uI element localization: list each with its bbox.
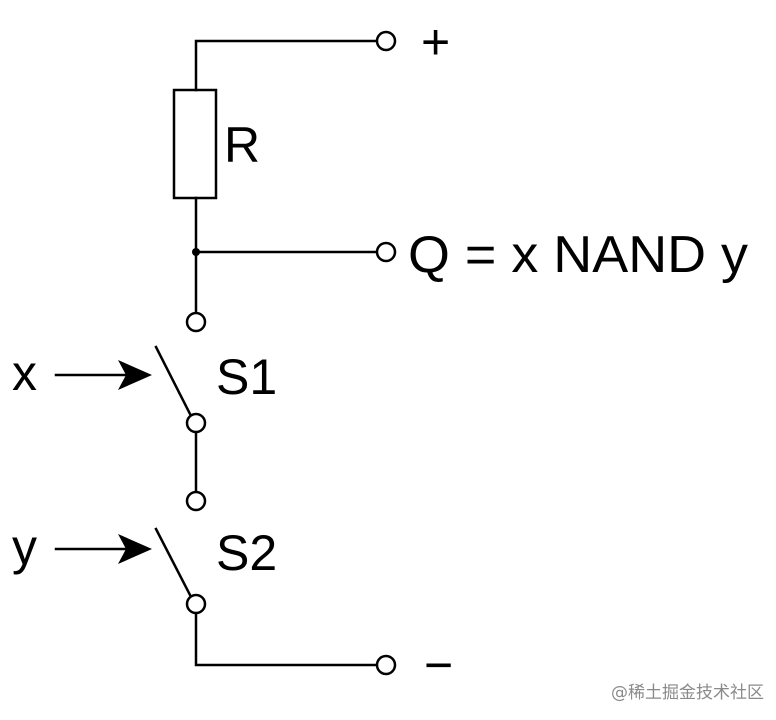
input-x-label: x [12,345,37,401]
terminal-plus-label: + [421,14,450,70]
input-y-label: y [12,519,37,575]
resistor-r [172,88,218,200]
arrow-y-head [118,534,152,564]
switch-s2-lever [154,527,192,597]
terminal-output-contact [375,241,397,263]
arrow-x-head [118,360,152,390]
output-label: Q = x NAND y [408,226,748,284]
terminal-minus-label: − [424,637,453,693]
switch-s2-bottom-contact [185,593,207,615]
resistor-label: R [224,117,260,173]
switch-s1-top-contact [185,311,207,333]
switch-s2-label: S2 [216,525,277,581]
wire-top [194,39,379,92]
switch-s1-label: S1 [216,349,277,405]
switch-s1-bottom-contact [185,412,207,434]
wire-bottom [194,611,379,667]
watermark-text: @稀土掘金技术社区 [611,683,764,703]
junction-dot [192,248,200,256]
terminal-minus-contact [375,654,397,676]
switch-s1-lever [154,345,192,416]
terminal-plus-contact [375,30,397,52]
switch-s2-top-contact [185,490,207,512]
